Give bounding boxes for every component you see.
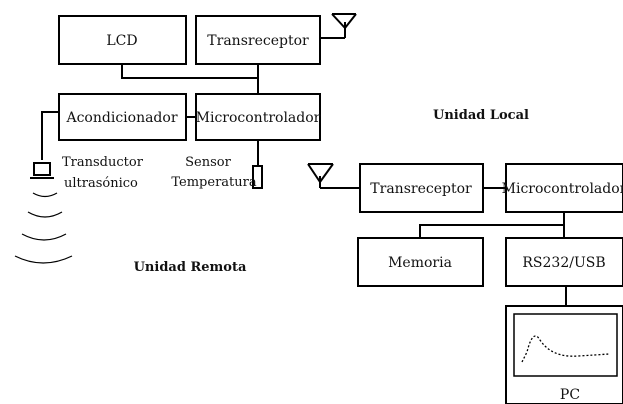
remote-transceiver-label: Transreceptor [207,33,309,49]
pc-label: PC [560,387,580,403]
transducer-label-line2: ultrasónico [64,176,138,191]
local-microcontroller-box [505,163,623,213]
transducer-icon [30,162,54,179]
remote-microcontroller-label: Microcontrolador [196,110,321,126]
remote-antenna-icon [320,13,357,39]
local-bus-line [419,212,565,238]
rs232-label: RS232/USB [522,255,605,271]
transducer-wire [41,111,59,160]
local-transceiver-box [359,163,484,213]
rs232-box [505,237,623,287]
lcd-label: LCD [106,33,137,49]
local-unit: Unidad Local Transreceptor Microcontrola… [307,108,623,404]
remote-unit: LCD Transreceptor Acondicionador Microco… [14,13,357,275]
remote-unit-title: Unidad Remota [134,260,247,275]
local-unit-title: Unidad Local [433,108,529,123]
pc-monitor-icon [505,305,623,404]
memoria-box [357,237,484,287]
ultrasonic-waves-icon [14,192,73,264]
local-antenna-icon [307,163,360,189]
transducer-label-line1: Transductor [62,155,144,170]
lcd-box [58,15,187,65]
local-microcontroller-label: Microcontrolador [502,181,623,197]
sensor-label-line2: Temperatura [171,175,256,190]
sensor-label-line1: Sensor [185,155,231,170]
acondicionador-label: Acondicionador [65,110,177,126]
remote-transceiver-box [195,15,321,65]
remote-bus-line [121,64,259,94]
temperature-sensor-icon [252,165,263,189]
memoria-label: Memoria [388,255,452,271]
acondicionador-box [58,93,187,141]
local-transceiver-label: Transreceptor [370,181,472,197]
